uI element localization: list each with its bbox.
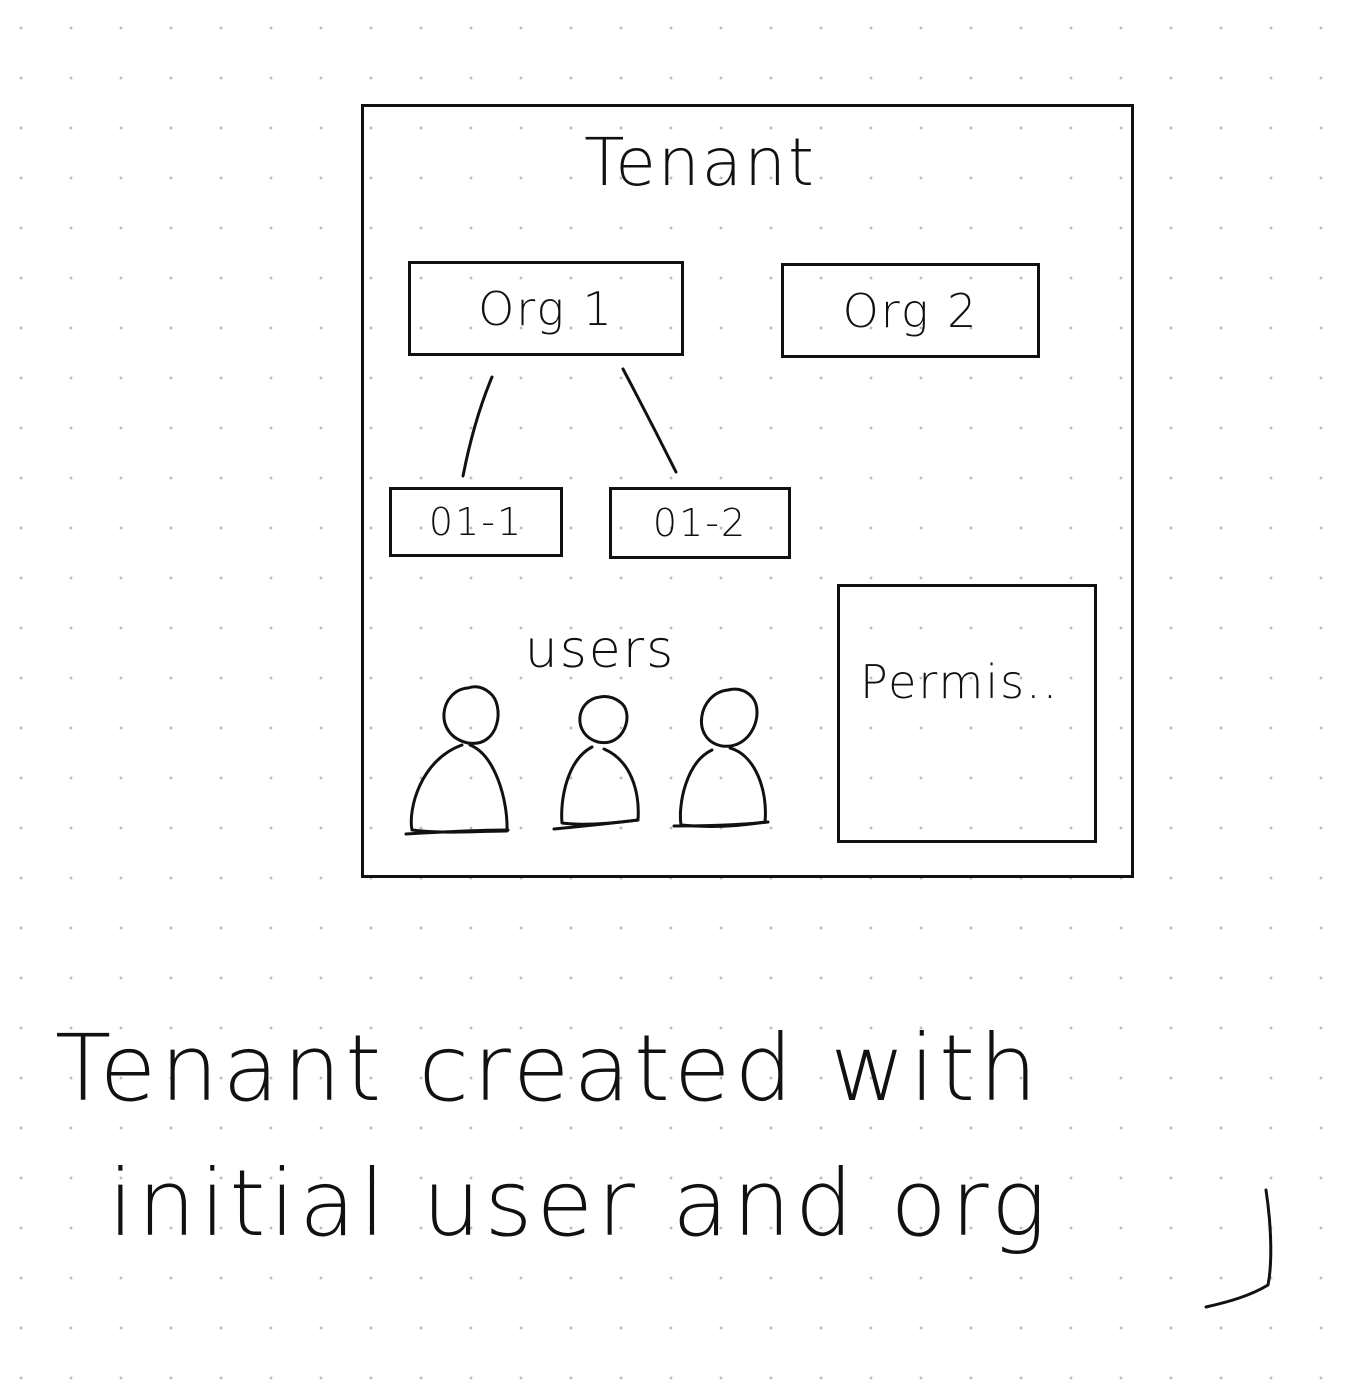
org-2-label: Org 2 [842, 283, 979, 338]
caption-line-1: Tenant created with [55, 1015, 1042, 1122]
tenant-box [361, 104, 1134, 878]
users-label: users [524, 620, 676, 680]
sub-org-2-label: 01-2 [652, 501, 748, 545]
sub-org-1-label: 01-1 [428, 500, 524, 544]
permissions-box [837, 584, 1097, 843]
sub-org-2-box: 01-2 [609, 487, 791, 559]
permissions-label: Permis.. [860, 655, 1060, 709]
org-2-box: Org 2 [781, 263, 1040, 358]
org-1-label: Org 1 [478, 281, 614, 336]
caption-line-2: initial user and org [108, 1150, 1051, 1257]
sub-org-1-box: 01-1 [389, 487, 563, 557]
org-1-box: Org 1 [408, 261, 684, 356]
tenant-title: Tenant [584, 123, 816, 201]
